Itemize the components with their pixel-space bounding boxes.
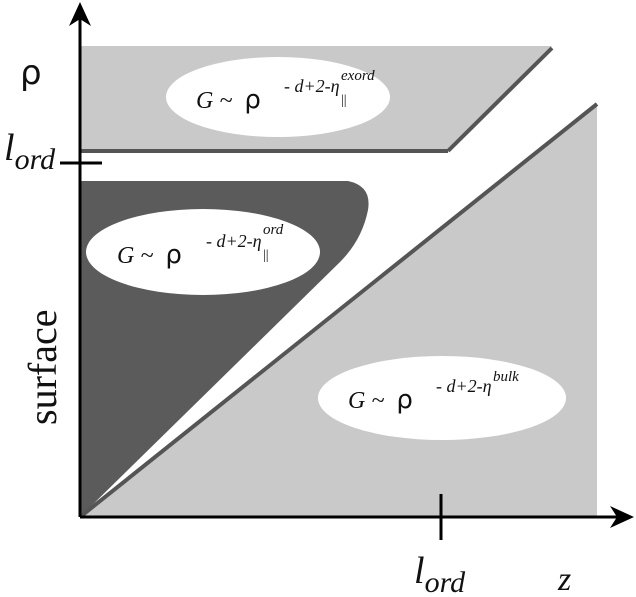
svg-text:- d+2-η: - d+2-η (206, 231, 262, 251)
exord-formula: G ~ ρ - d+2-η || exord (196, 68, 375, 115)
bulk-formula-ellipse (318, 356, 566, 440)
y-axis-label: ρ (20, 53, 42, 93)
svg-text:exord: exord (341, 68, 375, 84)
svg-text:||: || (341, 93, 347, 108)
svg-text:G ~ ρ: G ~ ρ (348, 385, 413, 415)
y-tick-label: lord (4, 127, 56, 176)
surface-label: surface (20, 310, 65, 425)
exord-formula-ellipse (166, 57, 390, 137)
svg-text:G ~ ρ: G ~ ρ (196, 85, 261, 115)
svg-text:- d+2-η: - d+2-η (284, 76, 340, 96)
x-tick-label: lord (414, 550, 466, 597)
ord-formula-ellipse (86, 209, 320, 295)
exord-region-diagonal-edge (446, 46, 554, 153)
ord-formula: G ~ ρ - d+2-η || ord (117, 222, 284, 270)
bulk-formula: G ~ ρ - d+2-η bulk (348, 369, 519, 415)
svg-text:bulk: bulk (493, 369, 519, 385)
y-axis-arrowhead (69, 2, 91, 26)
x-axis-label: z (557, 561, 571, 597)
x-axis-arrowhead (610, 506, 634, 528)
svg-text:||: || (263, 248, 269, 263)
svg-text:- d+2-η: - d+2-η (436, 376, 492, 396)
svg-text:ord: ord (263, 222, 284, 238)
bulk-region-diagonal-edge (78, 102, 599, 519)
svg-text:G ~ ρ: G ~ ρ (117, 240, 182, 270)
